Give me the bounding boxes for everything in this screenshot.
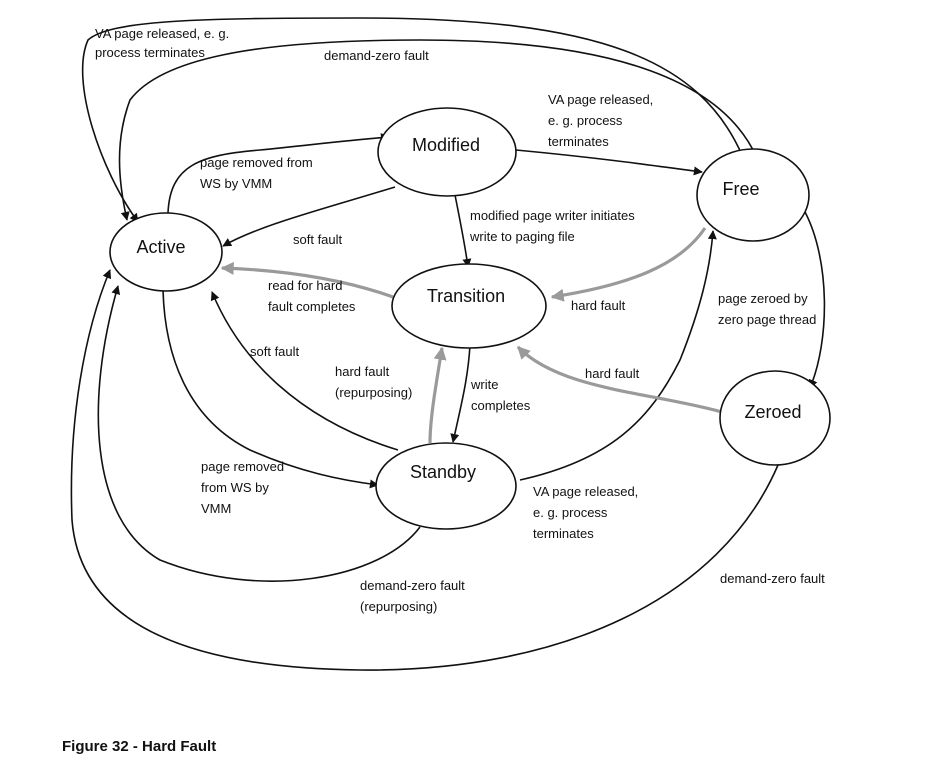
edge-modified-to-transition [454, 194, 472, 268]
label-va-released-modified-line: e. g. process [548, 113, 623, 128]
label-removed-ws-bottom-line: from WS by [201, 480, 269, 495]
label-demand-zero-repurposing-line: (repurposing) [360, 599, 437, 614]
label-page-zeroed-line: page zeroed by [718, 291, 808, 306]
node-zeroed: Zeroed [719, 370, 831, 466]
label-modified-writer-line: write to paging file [469, 229, 575, 244]
edge-modified-to-active-soft-fault [222, 186, 396, 247]
label-page-zeroed-line: zero page thread [718, 312, 816, 327]
label-hard-fault-free: hard fault [571, 298, 626, 313]
label-hard-fault-repurposing-line: hard fault [335, 364, 390, 379]
edge-standby-to-free [519, 230, 717, 481]
label-modified-writer: modified page writer initiates write to p… [469, 208, 635, 244]
label-write-completes-line: completes [471, 398, 531, 413]
label-demand-zero-repurposing: demand-zero fault (repurposing) [360, 578, 465, 614]
edge-modified-to-free [515, 149, 703, 176]
label-demand-zero-top-line: demand-zero fault [324, 48, 429, 63]
label-removed-ws-bottom-line: page removed [201, 459, 284, 474]
node-standby-label: Standby [410, 462, 476, 482]
edge-transition-to-standby [450, 344, 471, 443]
label-removed-ws-top-line: page removed from [200, 155, 313, 170]
label-read-hard-fault: read for hard fault completes [268, 278, 356, 314]
label-va-released-standby-line: e. g. process [533, 505, 608, 520]
label-hard-fault-zeroed-line: hard fault [585, 366, 640, 381]
label-soft-fault-standby-line: soft fault [250, 344, 300, 359]
edges-black [70, 17, 826, 671]
node-free-label: Free [722, 179, 759, 199]
label-soft-fault-standby: soft fault [250, 344, 300, 359]
edge-zeroed-to-active-demand-zero [70, 269, 779, 671]
edge-free-to-active-va-released [81, 17, 743, 223]
label-va-released-standby: VA page released, e. g. process terminates [533, 484, 638, 541]
edge-transition-to-active-read-completes [220, 261, 394, 299]
label-demand-zero-zeroed-line: demand-zero fault [720, 571, 825, 586]
edge-standby-to-active-demand-zero [97, 285, 421, 582]
edge-free-to-transition-hard-fault [550, 227, 707, 302]
label-va-released-top: VA page released, e. g. process terminate… [95, 26, 229, 60]
figure-caption: Figure 32 - Hard Fault [62, 738, 217, 755]
label-modified-writer-line: modified page writer initiates [470, 208, 635, 223]
node-active: Active [109, 212, 223, 292]
node-modified-label: Modified [412, 135, 480, 155]
label-removed-ws-top: page removed from WS by VMM [200, 155, 313, 191]
label-va-released-standby-line: VA page released, [533, 484, 638, 499]
node-standby: Standby [375, 442, 517, 530]
label-va-released-modified: VA page released, e. g. process terminates [548, 92, 653, 149]
node-modified: Modified [377, 107, 517, 197]
edge-free-to-active-demand-zero [118, 39, 758, 221]
node-transition-label: Transition [427, 286, 505, 306]
label-va-released-standby-line: terminates [533, 526, 594, 541]
label-va-released-top-line: VA page released, e. g. [95, 26, 229, 41]
node-transition: Transition [391, 263, 547, 349]
label-page-zeroed: page zeroed by zero page thread [718, 291, 816, 327]
label-write-completes: write completes [470, 377, 531, 413]
edge-labels: VA page released, e. g. process terminate… [95, 26, 825, 614]
edge-standby-to-transition-hard-fault [428, 346, 447, 444]
edge-active-to-standby [162, 289, 379, 489]
node-zeroed-label: Zeroed [744, 402, 801, 422]
label-demand-zero-zeroed: demand-zero fault [720, 571, 825, 586]
label-soft-fault-modified-line: soft fault [293, 232, 343, 247]
label-hard-fault-free-line: hard fault [571, 298, 626, 313]
label-hard-fault-zeroed: hard fault [585, 366, 640, 381]
label-write-completes-line: write [470, 377, 498, 392]
label-read-hard-fault-line: fault completes [268, 299, 356, 314]
label-removed-ws-top-line: WS by VMM [200, 176, 272, 191]
label-removed-ws-bottom: page removed from WS by VMM [201, 459, 284, 516]
edge-active-to-modified [167, 133, 390, 214]
label-demand-zero-top: demand-zero fault [324, 48, 429, 63]
label-va-released-modified-line: VA page released, [548, 92, 653, 107]
label-demand-zero-repurposing-line: demand-zero fault [360, 578, 465, 593]
label-soft-fault-modified: soft fault [293, 232, 343, 247]
label-removed-ws-bottom-line: VMM [201, 501, 231, 516]
edge-zeroed-to-transition-hard-fault [516, 345, 723, 414]
edge-standby-to-active-soft-fault [210, 291, 399, 451]
node-active-label: Active [136, 237, 185, 257]
label-va-released-modified-line: terminates [548, 134, 609, 149]
node-free: Free [696, 148, 810, 242]
edge-free-to-zeroed [804, 211, 826, 389]
label-hard-fault-repurposing: hard fault (repurposing) [335, 364, 412, 400]
label-va-released-top-line: process terminates [95, 45, 205, 60]
edges-gray [220, 227, 723, 444]
label-read-hard-fault-line: read for hard [268, 278, 342, 293]
label-hard-fault-repurposing-line: (repurposing) [335, 385, 412, 400]
